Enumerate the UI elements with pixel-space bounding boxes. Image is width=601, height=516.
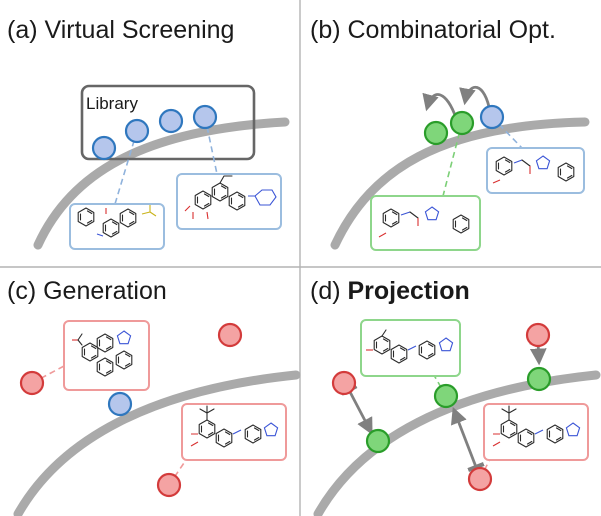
panel-d-prefix: (d) bbox=[310, 277, 348, 305]
molecule-structure bbox=[492, 155, 575, 184]
library-box bbox=[80, 84, 256, 161]
panel-a: (a) Virtual Screening Library bbox=[7, 16, 290, 250]
molecule-card bbox=[360, 319, 461, 377]
library-label: Library bbox=[86, 94, 138, 113]
molecule-card bbox=[181, 403, 287, 461]
molecule-structure bbox=[184, 175, 277, 220]
molecule-node bbox=[525, 322, 551, 348]
molecule-card bbox=[483, 403, 589, 461]
molecule-node bbox=[156, 472, 182, 498]
molecule-node bbox=[467, 466, 493, 492]
panel-d-label: Projection bbox=[348, 277, 470, 305]
panel-b-title: (b) Combinatorial Opt. bbox=[310, 16, 556, 44]
molecule-card bbox=[486, 147, 585, 194]
panel-b: (b) Combinatorial Opt. bbox=[310, 16, 590, 251]
projection-arrow bbox=[451, 406, 485, 472]
panel-c-title: (c) Generation bbox=[7, 277, 167, 305]
molecule-card bbox=[370, 195, 481, 251]
molecule-node bbox=[217, 322, 243, 348]
molecule-node bbox=[91, 135, 117, 161]
projection-arrow bbox=[340, 384, 373, 435]
molecule-node bbox=[19, 370, 45, 396]
curve bbox=[13, 370, 301, 516]
molecule-node bbox=[479, 104, 505, 130]
molecule-node bbox=[124, 118, 150, 144]
molecule-node bbox=[526, 366, 552, 392]
molecule-node bbox=[449, 110, 475, 136]
molecule-card bbox=[63, 320, 150, 391]
molecule-node bbox=[331, 370, 357, 396]
molecule-node bbox=[158, 108, 184, 134]
move-arrow bbox=[459, 85, 492, 113]
molecule-structure bbox=[378, 206, 470, 238]
move-arrow bbox=[422, 92, 458, 119]
panel-a-title: (a) Virtual Screening bbox=[7, 16, 234, 44]
molecule-node bbox=[365, 428, 391, 454]
molecule-node bbox=[192, 104, 218, 130]
molecule-structure bbox=[77, 205, 157, 238]
molecule-node bbox=[423, 120, 449, 146]
panel-c: (c) Generation bbox=[7, 277, 301, 516]
panel-d: (d) Projection bbox=[310, 277, 601, 516]
molecule-structure bbox=[366, 329, 454, 364]
curve bbox=[330, 117, 590, 250]
molecule-structure bbox=[72, 330, 133, 377]
molecule-node bbox=[107, 391, 133, 417]
molecule-structure bbox=[190, 405, 279, 448]
panel-d-title: (d) Projection bbox=[310, 277, 470, 305]
molecule-structure bbox=[492, 405, 581, 448]
molecule-node bbox=[433, 383, 459, 409]
